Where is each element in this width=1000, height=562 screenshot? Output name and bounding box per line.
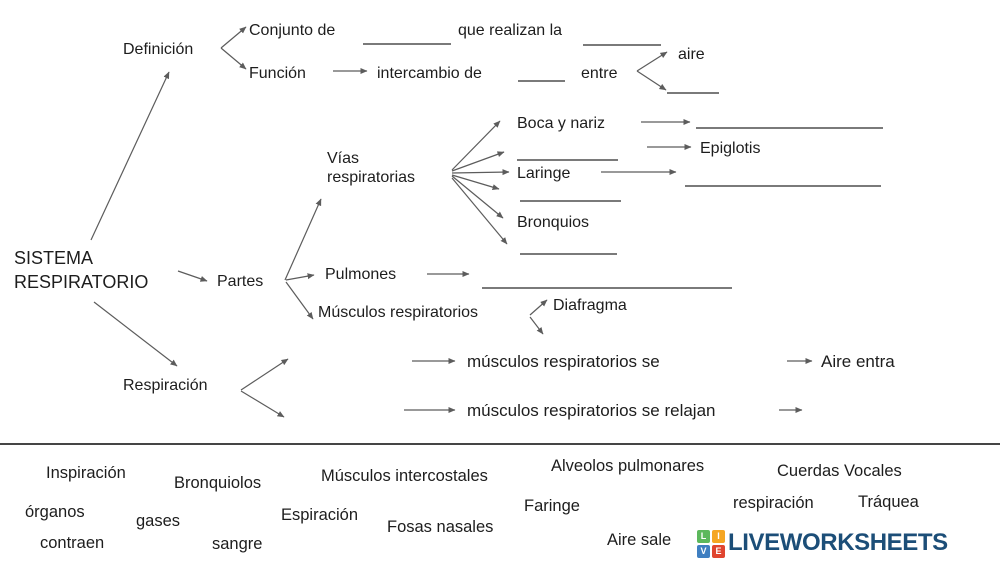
logo-square-l: L [697,530,710,543]
word-traquea[interactable]: Tráquea [858,493,919,511]
node-partes: Partes [217,273,264,290]
arrow-root-definicion [90,71,170,241]
text-fila2-musculos-relajan: músculos respiratorios se relajan [467,401,716,420]
arrow-partes-vias [284,198,322,281]
word-espiracion[interactable]: Espiración [281,506,359,524]
arrow-vias-laringe [451,169,510,176]
arrow-definicion-conjunto [220,26,247,49]
node-musculos-respiratorios: Músculos respiratorios [318,304,479,321]
node-funcion: Función [249,65,306,82]
text-conjunto-de: Conjunto de [249,22,336,39]
text-que-realizan-la: que realizan la [458,22,563,39]
liveworksheets-logo: L I V E LIVEWORKSHEETS [697,528,948,558]
blank-via-4[interactable] [520,199,621,202]
text-intercambio-de: intercambio de [377,65,482,82]
word-fosas-nasales[interactable]: Fosas nasales [387,518,494,536]
arrow-vias-blank4 [451,174,500,191]
word-sangre[interactable]: sangre [212,535,263,553]
arrow-entre-aire [636,51,668,72]
text-fila1-musculos-se: músculos respiratorios se [467,352,660,371]
node-pulmones: Pulmones [325,266,397,283]
liveworksheets-logo-icon: L I V E [697,530,725,558]
arrow-respiracion-down [240,390,285,418]
blank-via-6[interactable] [520,252,617,255]
word-contraen[interactable]: contraen [40,534,105,552]
arrow-musculos-diafragma [529,299,548,316]
word-alveolos-pulmonares[interactable]: Alveolos pulmonares [551,457,705,475]
node-vias-respiratorias: Vías respiratorias [327,150,416,186]
arrow-respiracion-up [240,358,289,391]
blank-via-epiglotis[interactable] [517,158,618,161]
arrow-vias-boca [451,120,501,171]
arrow-vias-bronquios [451,175,504,219]
node-diafragma: Diafragma [553,297,627,314]
blank-boca-y-nariz[interactable] [696,126,883,129]
word-musculos-intercostales[interactable]: Músculos intercostales [321,467,488,485]
arrow-entre-blank [636,70,667,91]
logo-square-e: E [712,545,725,558]
word-cuerdas-vocales[interactable]: Cuerdas Vocales [777,462,902,480]
arrow-root-respiracion [93,301,178,367]
blank-pulmones[interactable] [482,286,732,289]
node-bronquios: Bronquios [517,214,590,231]
word-faringe[interactable]: Faringe [524,497,580,515]
blank-conjunto-de[interactable] [363,42,451,45]
blank-entre-segundo[interactable] [667,91,719,94]
liveworksheets-wordmark: LIVEWORKSHEETS [728,529,948,556]
arrow-partes-musculos [285,281,314,320]
arrow-musculos-down [529,316,544,335]
node-epiglotis: Epiglotis [700,140,761,157]
node-sistema-respiratorio: SISTEMA RESPIRATORIO [14,248,149,292]
node-definicion: Definición [123,41,194,58]
blank-intercambio-de[interactable] [518,79,565,82]
arrow-vias-blank6 [451,177,508,245]
text-aire-entra: Aire entra [821,352,895,371]
word-gases[interactable]: gases [136,512,181,530]
arrow-definicion-funcion [220,47,247,70]
arrow-partes-pulmones [285,273,315,281]
logo-square-i: I [712,530,725,543]
word-inspiracion[interactable]: Inspiración [46,464,126,482]
node-boca-y-nariz: Boca y nariz [517,115,606,132]
text-aire: aire [678,46,705,63]
word-organos[interactable]: órganos [25,503,85,521]
arrow-vias-blank2 [451,151,505,172]
word-aire-sale[interactable]: Aire sale [607,531,672,549]
blank-laringe[interactable] [685,184,881,187]
node-respiracion: Respiración [123,377,208,394]
word-respiracion[interactable]: respiración [733,494,814,512]
word-bank-divider [0,443,1000,445]
text-entre: entre [581,65,618,82]
logo-square-v: V [697,545,710,558]
word-bronquiolos[interactable]: Bronquiolos [174,474,262,492]
node-laringe: Laringe [517,165,571,182]
blank-que-realizan-la[interactable] [583,43,661,46]
